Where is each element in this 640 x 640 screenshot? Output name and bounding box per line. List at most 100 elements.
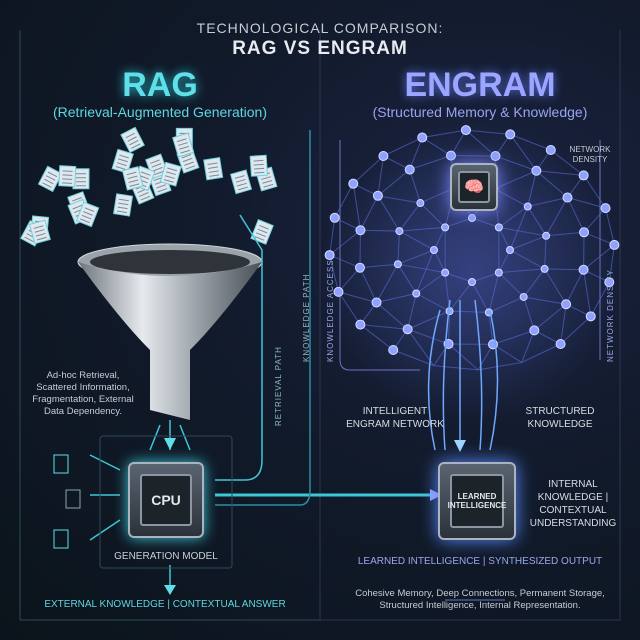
- network-node: [578, 264, 589, 275]
- right-frame: [319, 30, 621, 621]
- network-connection: [498, 227, 511, 251]
- network-connection: [510, 133, 551, 151]
- network-connection: [360, 324, 394, 351]
- network-connection: [536, 170, 568, 198]
- network-connection: [397, 263, 417, 294]
- network-node: [540, 264, 549, 273]
- network-connection: [397, 231, 400, 265]
- input-document-icons: [53, 454, 81, 549]
- network-connection: [477, 361, 522, 371]
- network-connection: [527, 170, 537, 207]
- network-connection: [471, 272, 500, 283]
- network-connection: [377, 195, 400, 232]
- network-connection: [544, 235, 547, 269]
- network-connection: [608, 244, 615, 283]
- intelligent-engram-network-label: INTELLIGENT ENGRAM NETWORK: [346, 406, 444, 430]
- internal-knowledge-label: INTERNAL KNOWLEDGE | CONTEXTUAL UNDERSTA…: [529, 479, 617, 529]
- network-connection: [376, 263, 399, 303]
- network-connection: [334, 183, 354, 219]
- network-connection: [523, 296, 535, 331]
- network-connection: [471, 217, 500, 228]
- brain-icon: 🧠: [458, 171, 490, 203]
- engram-data-paths: [427, 299, 499, 451]
- network-node: [545, 145, 556, 156]
- document-icon: [229, 169, 253, 195]
- network-connection: [523, 268, 546, 298]
- network-connection: [377, 155, 384, 196]
- network-node: [468, 214, 476, 222]
- network-node: [506, 246, 514, 254]
- network-connection: [533, 303, 567, 331]
- structured-knowledge-label: STRUCTURED KNOWLEDGE: [525, 406, 595, 430]
- network-node: [604, 277, 615, 288]
- network-connection: [492, 329, 535, 345]
- network-connection: [560, 315, 592, 345]
- document-icon: [120, 126, 145, 154]
- funnel-icon: [77, 243, 263, 420]
- network-node: [416, 199, 425, 208]
- network-node: [378, 151, 389, 162]
- network-connection: [376, 293, 417, 303]
- network-connection: [377, 169, 411, 197]
- network-connection: [393, 349, 434, 367]
- network-connection: [433, 365, 479, 371]
- scattered-documents: [20, 126, 278, 247]
- learned-intelligence-chip: LEARNED INTELLIGENCE: [438, 462, 516, 540]
- document-icon: [37, 165, 63, 193]
- network-connection: [498, 206, 529, 228]
- network-connection: [433, 249, 446, 273]
- generation-model-box: [99, 435, 233, 569]
- network-node: [417, 132, 428, 143]
- document-icon: [172, 132, 195, 158]
- network-node: [562, 192, 573, 203]
- network-connection: [583, 175, 606, 209]
- network-connection: [488, 312, 494, 345]
- network-connection: [444, 272, 473, 283]
- network-node: [355, 225, 366, 236]
- network-connection: [399, 230, 435, 251]
- network-connection: [359, 267, 377, 303]
- network-connection: [338, 291, 377, 303]
- network-connection: [550, 149, 584, 176]
- network-node: [579, 227, 590, 238]
- retrieval-path-label: RETRIEVAL PATH: [274, 346, 283, 426]
- network-connection: [590, 281, 610, 317]
- network-connection: [338, 291, 361, 325]
- network-connection: [420, 187, 456, 204]
- network-connection: [421, 137, 452, 157]
- network-node: [519, 292, 528, 301]
- network-connection: [560, 304, 567, 345]
- network-connection: [409, 137, 423, 170]
- network-node: [468, 278, 476, 286]
- network-connection: [352, 183, 361, 231]
- network-connection: [444, 217, 473, 228]
- network-connection: [407, 310, 450, 330]
- network-node: [348, 178, 359, 189]
- document-icon: [58, 165, 77, 188]
- arrow-heads: [164, 438, 442, 595]
- network-node: [372, 190, 383, 201]
- brain-chip: 🧠: [450, 163, 498, 211]
- network-node: [460, 125, 471, 136]
- network-node: [395, 227, 404, 236]
- network-connection: [407, 293, 417, 330]
- network-node: [505, 129, 516, 140]
- knowledge-path-label: KNOWLEDGE PATH: [302, 273, 311, 362]
- network-node: [441, 268, 450, 277]
- network-node: [333, 286, 344, 297]
- network-connection: [465, 129, 496, 157]
- network-connection: [488, 296, 524, 313]
- document-icon: [203, 156, 224, 181]
- network-node: [494, 268, 503, 277]
- network-connection: [583, 207, 606, 233]
- network-node: [393, 260, 402, 269]
- generation-model-caption: GENERATION MODEL: [114, 551, 218, 562]
- network-connection: [567, 197, 606, 209]
- network-node: [490, 151, 501, 162]
- engram-title: ENGRAM: [404, 66, 556, 104]
- network-connection: [498, 249, 511, 273]
- document-icon: [111, 148, 134, 174]
- network-node: [561, 299, 572, 310]
- network-connection: [329, 229, 361, 256]
